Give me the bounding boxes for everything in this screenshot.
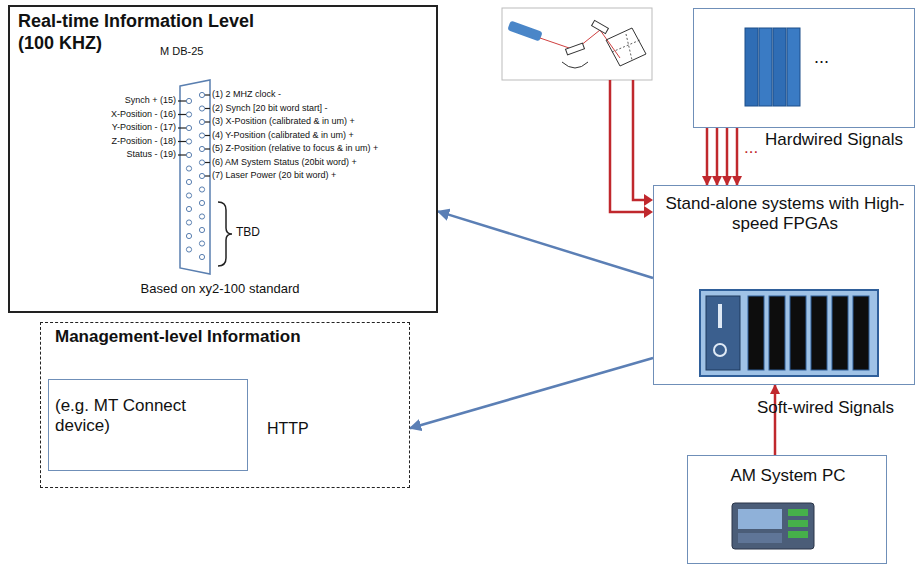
pin xyxy=(186,206,191,211)
pin xyxy=(199,92,204,97)
chassis-slot xyxy=(769,296,785,370)
pin-leader xyxy=(178,114,186,115)
pin xyxy=(186,166,191,171)
chassis-slot xyxy=(811,296,827,370)
management-level-box: Management-level InformationHTTP (e.g. MT… xyxy=(40,322,410,488)
fpga-chassis-icon xyxy=(700,290,878,376)
chassis-slot xyxy=(853,296,869,370)
pin xyxy=(199,106,204,111)
pin-leader xyxy=(178,141,186,142)
pin xyxy=(186,152,191,157)
signal-arrow xyxy=(736,128,739,185)
tbd-bracket xyxy=(218,202,232,266)
pin xyxy=(186,112,191,117)
chassis-slot xyxy=(748,296,764,370)
pin-label: (7) Laser Power (20 bit word) + xyxy=(212,170,336,180)
pin-leader xyxy=(205,121,210,122)
pin xyxy=(186,125,191,130)
pin-label: X-Position - (16) xyxy=(111,109,176,119)
pin xyxy=(199,241,204,246)
pin-leader xyxy=(178,154,186,155)
fpga-system-box: Stand-alone systems with High-speed FPGA… xyxy=(653,185,915,385)
pin-label: Y-Position - (17) xyxy=(112,122,176,132)
node-title: Management-level Information xyxy=(55,327,315,347)
pin-label: (4) Y-Position (calibrated & in um) + xyxy=(212,130,354,140)
db25-connector xyxy=(180,80,210,274)
connector-pins xyxy=(178,92,210,259)
pin-leader xyxy=(205,94,210,95)
pin xyxy=(199,119,204,124)
signal-arrow xyxy=(774,385,777,455)
pin-label: Synch + (15) xyxy=(125,95,176,105)
node-text: M DB-25 xyxy=(160,45,240,58)
signal-arrow xyxy=(438,211,653,278)
node-title: ... xyxy=(814,47,854,69)
am-system-pc-box: AM System PC xyxy=(687,455,887,564)
pin-label: (1) 2 MHZ clock - xyxy=(212,89,281,99)
signal-label: Hardwired Signals xyxy=(765,130,903,150)
pin-label: (2) Synch [20 bit word start] - xyxy=(212,103,328,113)
pin xyxy=(199,214,204,219)
chassis-slot xyxy=(832,296,848,370)
pin xyxy=(199,133,204,138)
mtconnect-device-box: (e.g. MT Connect device) xyxy=(48,379,248,471)
pin xyxy=(186,193,191,198)
pin-label: (6) AM System Status (20bit word) + xyxy=(212,157,357,167)
node-title: Stand-alone systems with High-speed FPGA… xyxy=(664,194,906,235)
pin-leader xyxy=(205,135,210,136)
pin xyxy=(186,247,191,252)
pin-leader xyxy=(205,175,210,176)
illustration-signal-wires xyxy=(610,80,653,218)
pin xyxy=(186,98,191,103)
pin-label: Status - (19) xyxy=(126,149,176,159)
pin-leader xyxy=(205,108,210,109)
node-text: HTTP xyxy=(267,419,337,438)
node-title: Real-time Information Level (100 KHZ) xyxy=(18,11,268,54)
signal-arrow xyxy=(716,128,719,185)
pin xyxy=(199,146,204,151)
pin-leader xyxy=(178,127,186,128)
pin xyxy=(199,254,204,259)
pin xyxy=(199,173,204,178)
signal-label: Soft-wired Signals xyxy=(757,398,894,418)
pin xyxy=(186,179,191,184)
tbd-label: TBD xyxy=(236,226,260,240)
chassis-slot xyxy=(790,296,806,370)
laser-scanner-illustration xyxy=(502,8,652,80)
node-title: AM System PC xyxy=(698,466,878,486)
pin xyxy=(186,233,191,238)
pin xyxy=(199,227,204,232)
signal-arrow xyxy=(410,358,653,428)
signal-arrow xyxy=(726,128,729,185)
pin xyxy=(199,200,204,205)
ellipsis-mark: ... xyxy=(744,138,758,158)
pin-label: Z-Position - (18) xyxy=(111,136,176,146)
pin xyxy=(199,187,204,192)
pin xyxy=(186,139,191,144)
pin-label: (5) Z-Position (relative to focus & in u… xyxy=(212,143,378,153)
pin xyxy=(199,160,204,165)
pin xyxy=(186,220,191,225)
pin-leader xyxy=(178,100,186,101)
hardware-panel-icon xyxy=(745,28,800,106)
pin-leader xyxy=(205,162,210,163)
pc-icon xyxy=(732,503,814,549)
node-title: (e.g. MT Connect device) xyxy=(55,396,241,437)
hardware-box: ... xyxy=(693,8,915,128)
pin-leader xyxy=(205,148,210,149)
node-text: Based on xy2-100 standard xyxy=(70,281,370,297)
signal-arrow xyxy=(706,128,709,185)
pin-label: (3) X-Position (calibrated & in um) + xyxy=(212,116,355,126)
